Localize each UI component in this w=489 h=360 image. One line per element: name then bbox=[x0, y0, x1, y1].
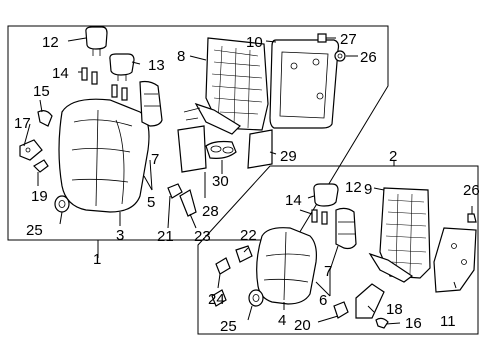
seat-back-part bbox=[256, 227, 317, 305]
sub-assembly-frame bbox=[197, 165, 479, 335]
callout-12b: 12 bbox=[345, 179, 362, 196]
callout-21: 21 bbox=[157, 228, 174, 245]
seat-frame-part bbox=[183, 37, 269, 135]
callout-18: 18 bbox=[386, 301, 403, 318]
callout-23: 23 bbox=[194, 228, 211, 245]
callout-26a: 26 bbox=[360, 49, 377, 66]
headrest-part bbox=[85, 26, 108, 56]
callout-17: 17 bbox=[14, 115, 31, 132]
headrest-guide-part bbox=[81, 67, 128, 101]
callout-5: 5 bbox=[147, 194, 155, 211]
callout-24: 24 bbox=[208, 291, 225, 308]
callout-labels: 1 2 3 4 5 6 7 7 8 9 10 11 12 12 13 14 14… bbox=[14, 31, 480, 335]
callout-1: 1 bbox=[93, 251, 101, 268]
callout-16: 16 bbox=[405, 315, 422, 332]
callout-20: 20 bbox=[294, 317, 311, 334]
headrest-part bbox=[109, 53, 135, 81]
main-assembly-frame bbox=[7, 25, 389, 241]
headrest-part bbox=[313, 183, 339, 207]
callout-4: 4 bbox=[278, 312, 286, 329]
callout-15: 15 bbox=[33, 83, 50, 100]
cap-part bbox=[248, 289, 264, 307]
bracket-part bbox=[33, 159, 49, 173]
bracket-part bbox=[211, 245, 253, 307]
back-panel-part bbox=[433, 227, 477, 293]
callout-26b: 26 bbox=[463, 182, 480, 199]
callout-28: 28 bbox=[202, 203, 219, 220]
clip-part bbox=[317, 33, 346, 62]
back-panel-part bbox=[269, 39, 340, 129]
callout-30: 30 bbox=[212, 173, 229, 190]
seat-bolster-part bbox=[139, 80, 163, 127]
callout-25b: 25 bbox=[220, 318, 237, 335]
callout-7a: 7 bbox=[151, 151, 159, 168]
clip-part bbox=[467, 213, 477, 223]
callout-19: 19 bbox=[31, 188, 48, 205]
callout-8: 8 bbox=[177, 48, 185, 65]
callout-22: 22 bbox=[240, 227, 257, 244]
seat-bolster-part bbox=[335, 207, 357, 250]
callout-6: 6 bbox=[319, 292, 327, 309]
callout-25a: 25 bbox=[26, 222, 43, 239]
seat-back-part bbox=[58, 98, 150, 213]
callout-29: 29 bbox=[280, 148, 297, 165]
callout-14a: 14 bbox=[52, 65, 69, 82]
hinge-bracket-part bbox=[19, 110, 53, 161]
callout-27: 27 bbox=[340, 31, 357, 48]
callout-13: 13 bbox=[148, 57, 165, 74]
callout-14b: 14 bbox=[285, 192, 302, 209]
leader-lines bbox=[23, 37, 473, 325]
callout-7b: 7 bbox=[324, 263, 332, 280]
callout-3: 3 bbox=[116, 227, 124, 244]
callout-9: 9 bbox=[364, 181, 372, 198]
cap-part bbox=[54, 195, 70, 213]
panel-part bbox=[247, 129, 273, 169]
cover-part bbox=[177, 125, 207, 173]
callout-10: 10 bbox=[246, 34, 263, 51]
cupholder-part bbox=[205, 140, 237, 159]
callout-2: 2 bbox=[389, 148, 397, 165]
headrest-guide-part bbox=[311, 209, 328, 225]
clip-part bbox=[375, 317, 389, 329]
callout-11: 11 bbox=[440, 313, 456, 330]
callout-12a: 12 bbox=[42, 34, 59, 51]
seat-frame-part bbox=[368, 187, 431, 283]
latch-part bbox=[333, 283, 385, 319]
latch-part bbox=[167, 183, 197, 217]
